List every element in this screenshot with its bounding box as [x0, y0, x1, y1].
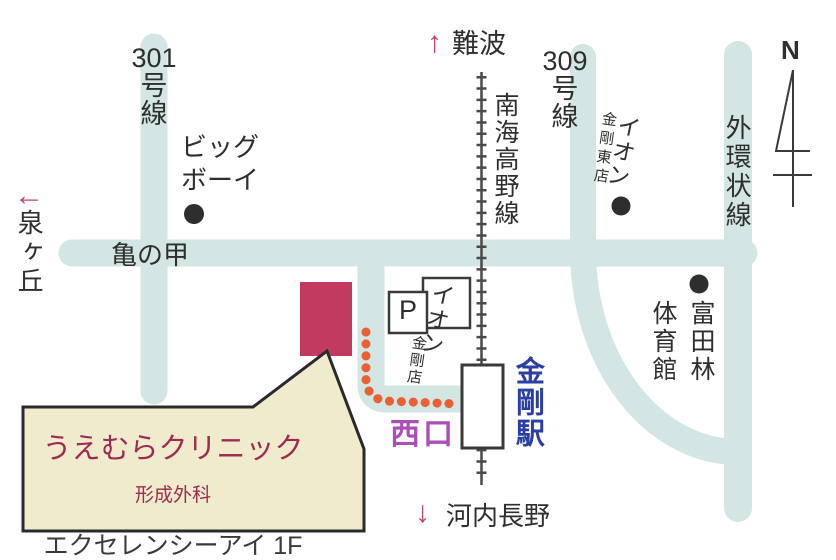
aeon-higashi-dot — [611, 196, 631, 216]
station-name-label: 金剛駅 — [511, 356, 544, 449]
kamenoko-road-label: 亀の甲 — [111, 240, 190, 270]
station-building — [460, 363, 505, 450]
south-direction-arrow-icon: ↓ — [415, 496, 430, 529]
parking-p-label: P — [398, 295, 417, 325]
compass-north-label: N — [781, 35, 800, 65]
railway-line-label: 南海高野線 — [491, 92, 519, 227]
big-boy-dot — [184, 204, 204, 224]
west-direction-label: 泉ヶ丘 — [14, 209, 45, 296]
aeon-kongo-buildings — [387, 276, 472, 335]
landmark-dots — [184, 196, 709, 294]
gym-label: 富田林体育館 — [649, 300, 715, 384]
route-301-label: 301 号 線 — [131, 43, 177, 129]
callout-bubble — [21, 348, 366, 533]
clinic-name: うえむらクリニック — [42, 433, 304, 466]
clinic-callout: うえむらクリニック 形成外科 エクセレンシーアイ 1F — [23, 406, 323, 560]
outer-ring-road-label: 外環状線 — [722, 114, 753, 230]
north-direction-arrow-icon: ↑ — [427, 26, 442, 59]
walking-route-dots — [361, 327, 464, 409]
parking-building — [387, 290, 429, 335]
south-direction-label: 河内長野 — [446, 501, 551, 531]
big-boy-label: ビッグ ボーイ — [181, 132, 260, 195]
west-direction-arrow-icon: ← — [14, 179, 44, 212]
clinic-department: 形成外科 — [134, 484, 211, 506]
road-curve-southeast — [570, 249, 739, 465]
clinic-marker — [300, 282, 352, 356]
west-exit-label: 西口 — [390, 418, 456, 451]
north-direction-label: 難波 — [452, 29, 506, 59]
gym-dot — [689, 274, 709, 294]
compass-needle — [773, 69, 812, 207]
roads — [58, 33, 758, 522]
clinic-building-floor: エクセレンシーアイ 1F — [43, 531, 303, 560]
compass-blade — [774, 69, 810, 152]
route-309-label: 309 号 線 — [542, 46, 588, 132]
